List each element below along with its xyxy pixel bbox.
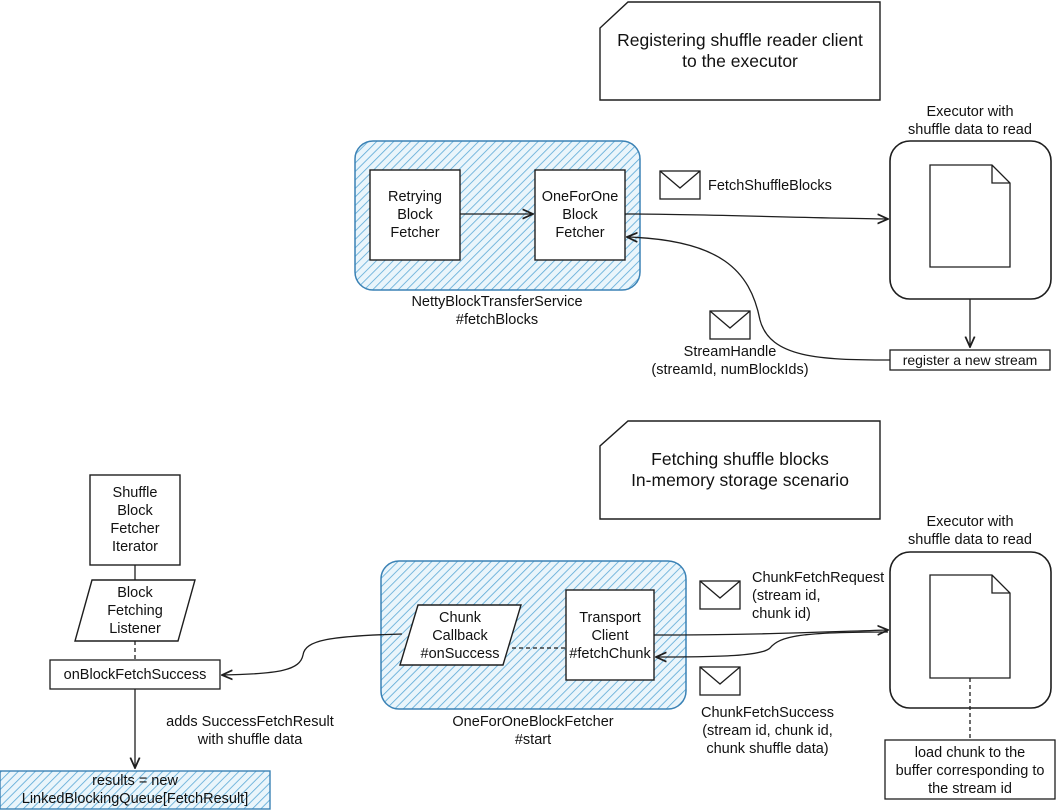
envelope-icon <box>699 580 741 610</box>
load-box-label: load chunk to the buffer corresponding t… <box>895 745 1045 797</box>
results-box-label: results = new LinkedBlockingQueue[FetchR… <box>21 773 249 807</box>
section2-title: Fetching shuffle blocks In-memory storag… <box>631 449 849 490</box>
on-block-fetch-success-box <box>49 659 221 690</box>
iterator-box-label: Shuffle Block Fetcher Iterator <box>110 485 160 555</box>
arrow-stream-handle-return <box>627 237 891 361</box>
callback-box-label: Chunk Callback #onSuccess <box>420 610 500 662</box>
msg-chunk-fetch-request: ChunkFetchRequest (stream id, chunk id) <box>752 570 885 622</box>
retrying-block-fetcher-box <box>369 169 461 261</box>
envelope-icon <box>709 310 751 340</box>
oneforone-group-caption: OneForOneBlockFetcher #start <box>452 714 614 748</box>
executor-2-document-icon <box>929 574 1011 679</box>
section1-title-note <box>599 1 881 101</box>
oneforone-box-label: OneForOne Block Fetcher <box>541 189 619 241</box>
register-stream-box <box>889 349 1051 371</box>
executor-2-label: Executor with shuffle data to read <box>908 514 1032 548</box>
chunk-callback-parallelogram <box>399 604 522 666</box>
iterator-box <box>89 474 181 566</box>
msg-fetch-shuffle-blocks: FetchShuffleBlocks <box>708 178 832 194</box>
results-queue-box <box>0 770 271 810</box>
listener-box-label: Block Fetching Listener <box>107 585 163 637</box>
arrow-chunk-fetch-request <box>653 630 888 635</box>
msg-chunk-fetch-success: ChunkFetchSuccess (stream id, chunk id, … <box>701 705 834 757</box>
listener-parallelogram <box>74 579 196 642</box>
register-box-label: register a new stream <box>902 352 1038 368</box>
load-chunk-box <box>884 739 1056 800</box>
oneforone-block-fetcher-box <box>534 169 626 261</box>
arrow-callback-to-success <box>222 633 403 675</box>
adds-result-label: adds SuccessFetchResult with shuffle dat… <box>166 714 334 748</box>
arrow-fetch-shuffle-blocks <box>624 213 888 219</box>
executor-1-label: Executor with shuffle data to read <box>908 104 1032 138</box>
executor-1-document-icon <box>929 164 1011 268</box>
retrying-box-label: Retrying Block Fetcher <box>388 189 442 241</box>
section1-title: Registering shuffle reader client to the… <box>617 30 863 71</box>
msg-stream-handle: StreamHandle (streamId, numBlockIds) <box>651 344 809 378</box>
netty-group-caption: NettyBlockTransferService #fetchBlocks <box>411 294 583 328</box>
transport-client-box <box>565 589 655 681</box>
section2-title-note <box>599 420 881 520</box>
envelope-icon <box>699 666 741 696</box>
transport-box-label: Transport Client #fetchChunk <box>569 610 651 662</box>
arrow-chunk-fetch-success <box>656 631 889 657</box>
envelope-icon <box>659 170 701 200</box>
success-box-label: onBlockFetchSuccess <box>63 667 207 683</box>
